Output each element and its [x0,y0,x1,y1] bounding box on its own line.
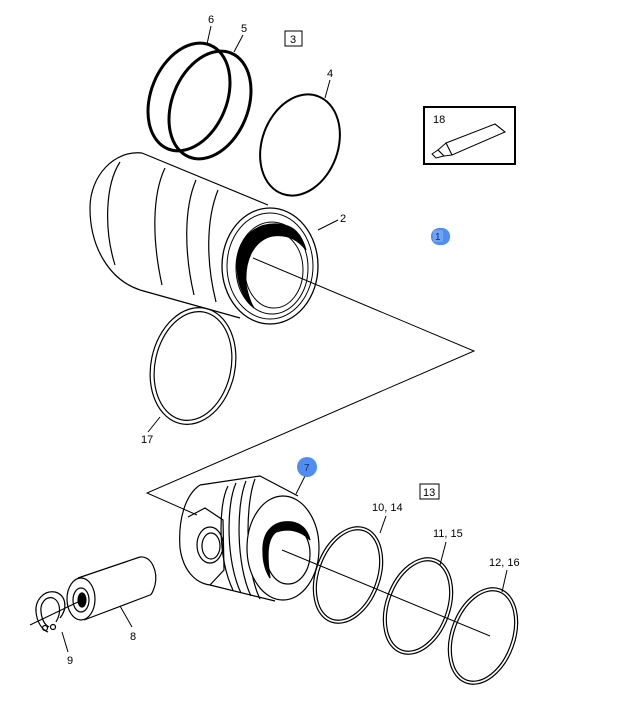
ref-box-13-label: 13 [423,487,435,499]
leader-9 [61,631,69,653]
leader-4 [324,79,331,99]
assembly-line-upper [145,257,476,516]
piston[interactable] [179,475,320,602]
leader-11-15 [439,541,447,566]
assembly-line-lower [281,549,491,637]
leader-piston [295,475,306,495]
leader-6 [206,25,212,45]
callout-12-16[interactable]: 12, 16 [489,557,520,569]
ref-box-3-label: 3 [290,34,296,46]
highlight-1-marker[interactable]: 1 [431,228,450,245]
callout-5[interactable]: 5 [241,23,247,35]
callout-4[interactable]: 4 [327,68,333,80]
callout-8[interactable]: 8 [130,631,136,643]
callout-2[interactable]: 2 [340,213,346,225]
piston-ring-10-14[interactable] [301,517,395,633]
callout-9[interactable]: 9 [67,655,73,667]
leader-8 [119,605,133,628]
sealant-tube-box[interactable]: 18 [423,106,516,165]
highlight-1-label: 1 [435,232,441,243]
leader-17 [147,416,161,433]
piston-pin[interactable] [66,556,157,621]
leader-2 [317,219,339,231]
piston-ring-11-15[interactable] [371,548,465,664]
callout-11-15[interactable]: 11, 15 [433,528,463,540]
callout-17[interactable]: 17 [141,434,153,446]
o-ring-4[interactable] [247,83,354,207]
cylinder-liner[interactable] [89,152,319,325]
circlip[interactable] [35,591,66,633]
o-ring-6[interactable] [133,31,245,163]
callout-6[interactable]: 6 [208,14,214,26]
seal-ring-17[interactable] [140,300,247,433]
highlight-7-label: 7 [304,463,310,474]
tube-icon [431,123,506,159]
pin-axis-line [29,600,81,626]
ref-box-13[interactable] [419,483,440,500]
highlight-7-marker[interactable]: 7 [297,457,317,477]
callout-18: 18 [433,114,445,126]
ref-box-3[interactable] [284,30,303,47]
leader-12-16 [501,569,508,593]
leader-10-14 [379,515,387,534]
leader-5 [233,34,244,53]
callout-10-14[interactable]: 10, 14 [372,502,403,514]
piston-ring-12-16[interactable] [436,578,530,694]
o-ring-5[interactable] [154,39,266,171]
